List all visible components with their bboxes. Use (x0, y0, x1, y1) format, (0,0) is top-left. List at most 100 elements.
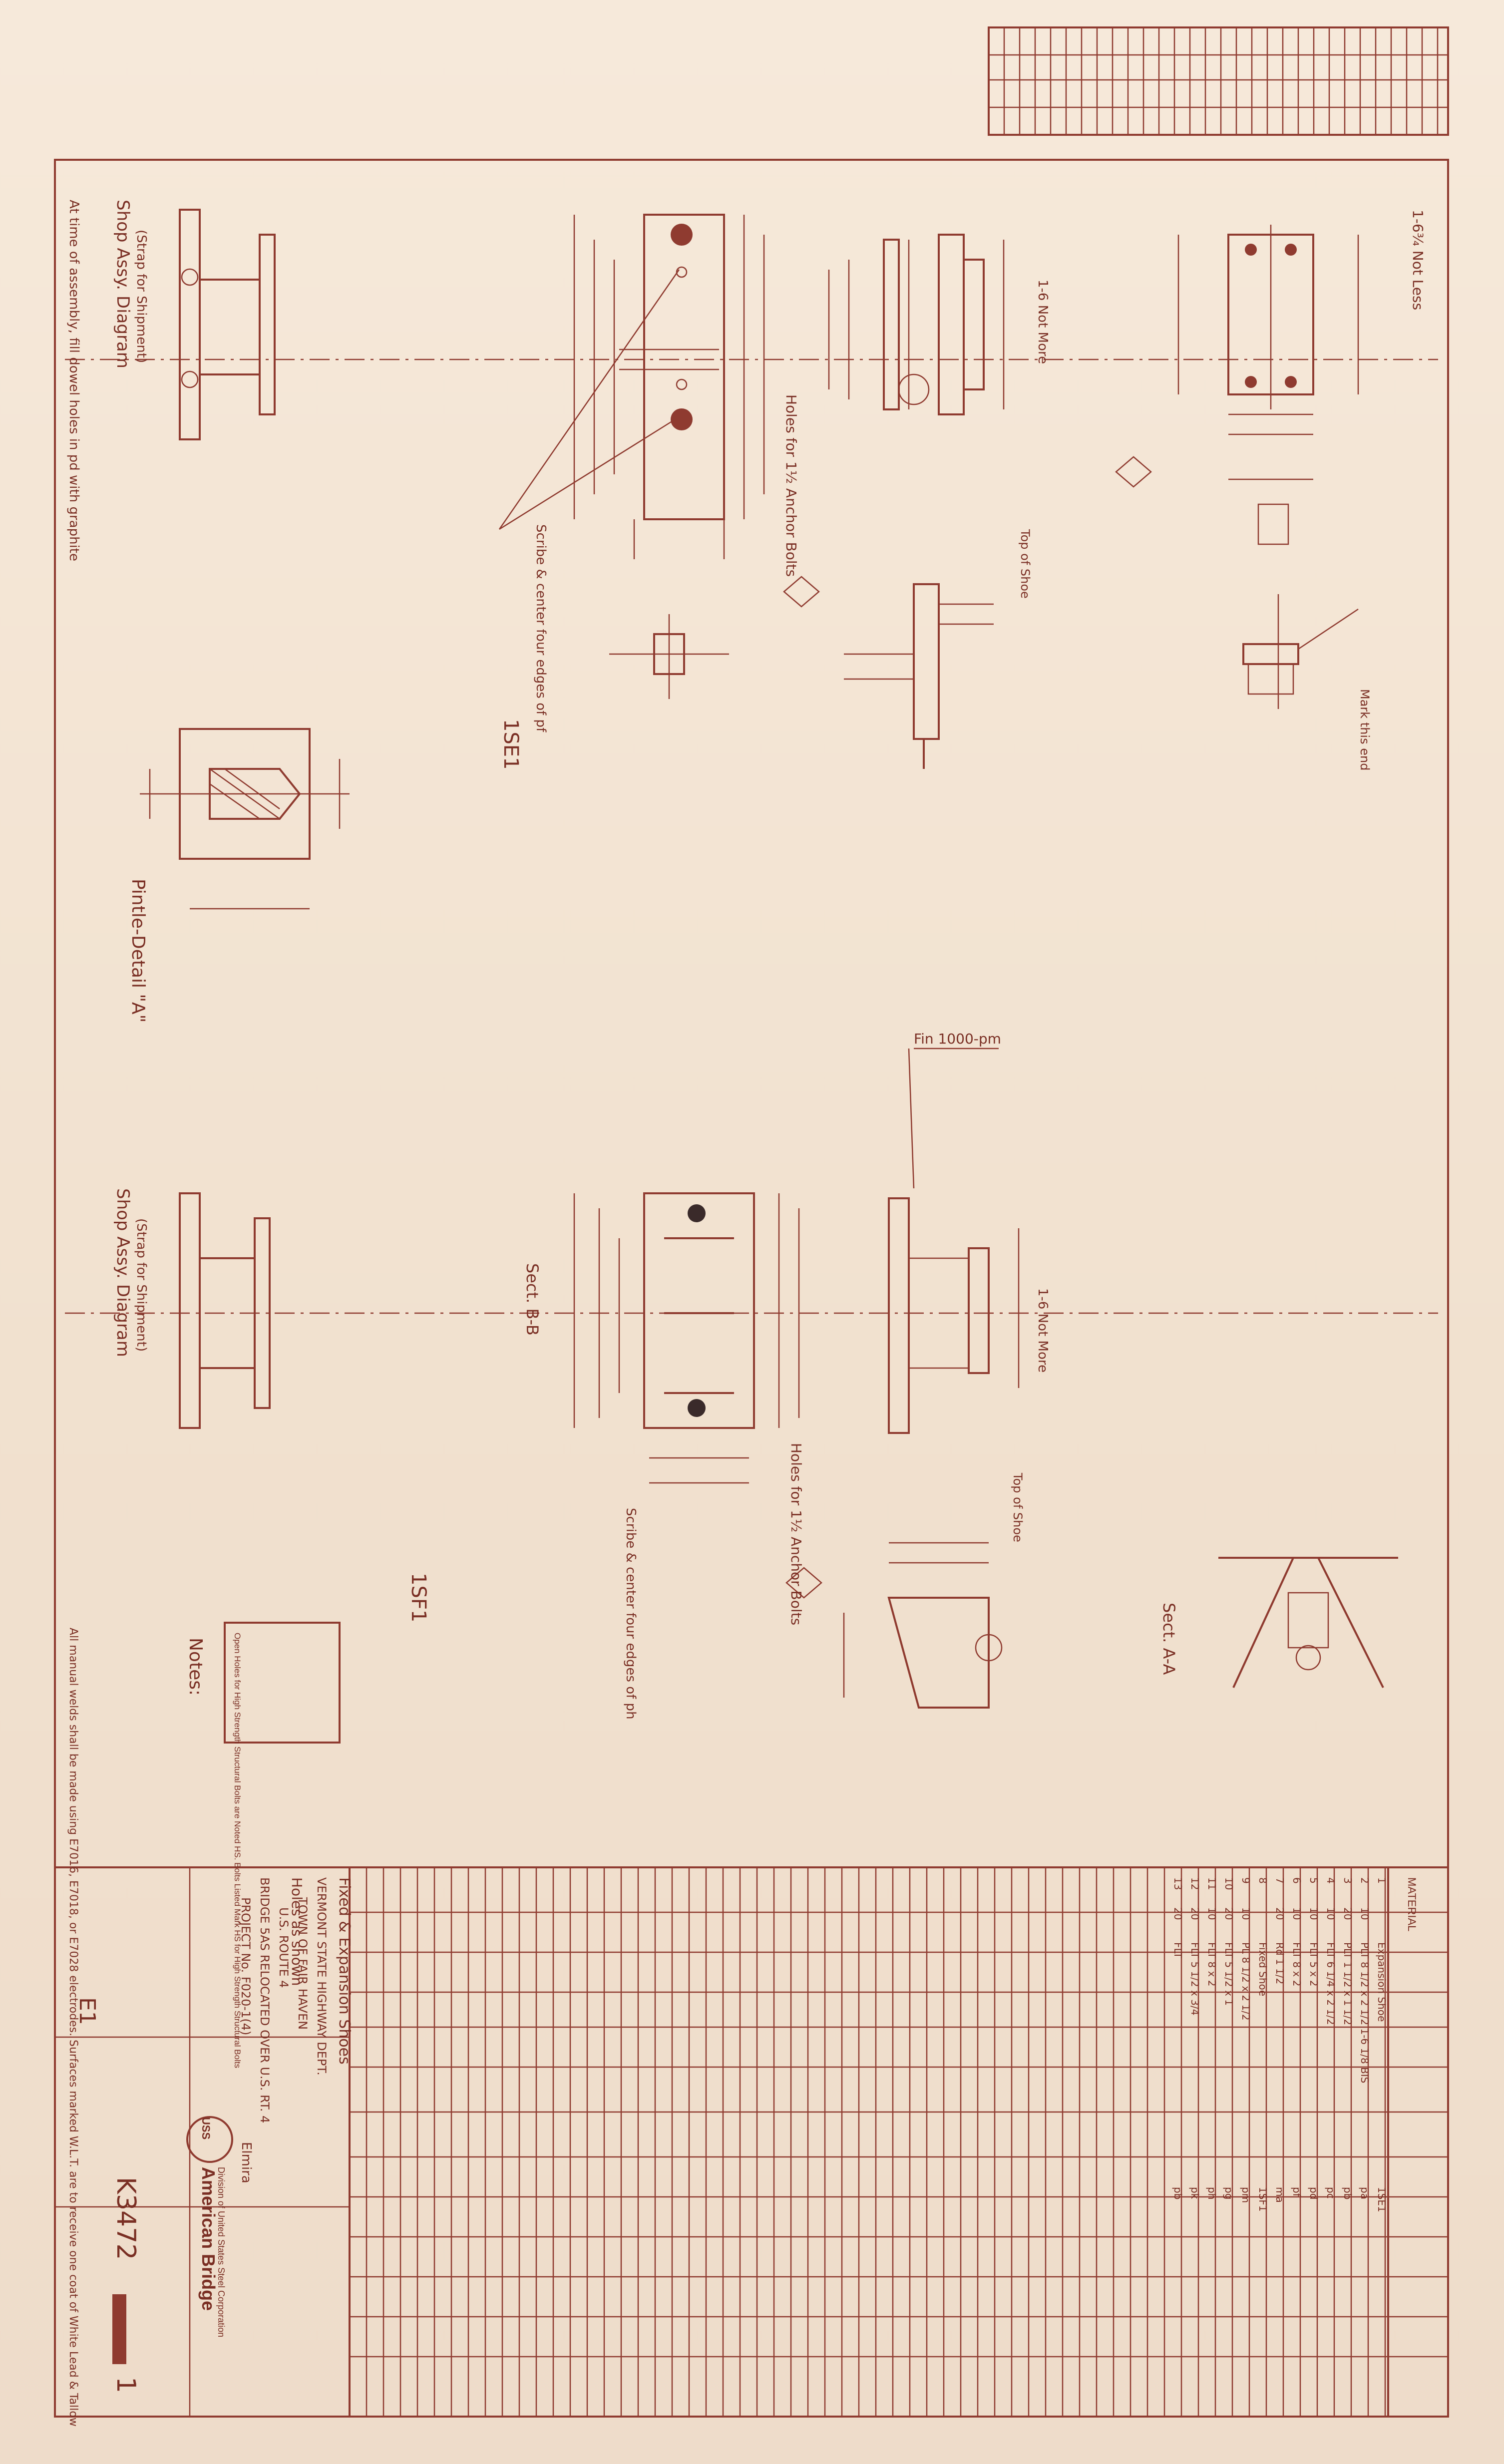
material-row-no: 8 (1257, 1877, 1269, 1884)
material-row-mark: pd (1308, 2187, 1320, 2199)
notes-heading: Notes: (185, 1638, 206, 1696)
material-row-no: 10 (1223, 1877, 1235, 1890)
material-row-pcs: 20 (1223, 1907, 1235, 1920)
material-row-section: Rd 1 1/2 (1274, 1942, 1286, 1984)
material-row-pcs: 20 (1172, 1907, 1184, 1920)
material-header-group: MATERIAL (1406, 1877, 1418, 1931)
lower-top-of-shoe-group: Top of Shoe (1011, 1472, 1025, 1542)
holes-label: Holes as shown (289, 1877, 305, 1986)
upper-top-of-shoe-group: Top of Shoe (1018, 529, 1032, 599)
material-row-no: 13 (1172, 1877, 1184, 1890)
material-row-no: 2 (1359, 1877, 1371, 1884)
title-line2: VERMONT STATE HIGHWAY DEPT. (315, 1877, 329, 2076)
material-row-mark: pc (1325, 2187, 1337, 2199)
upper-pin-weld-detail (844, 583, 994, 769)
upper-shop-assy-diagram (179, 209, 276, 440)
upper-anchor-note-group: Holes for 1½ Anchor Bolts (783, 394, 799, 577)
material-row-pcs: 10 (1206, 1907, 1218, 1920)
lower-top-of-shoe: Top of Shoe (1011, 1472, 1025, 1542)
lower-anchor-note-group: Holes for 1½ Anchor Bolts (788, 1443, 804, 1625)
material-row-no: 9 (1240, 1877, 1252, 1884)
lower-shop-assy-diagram (179, 1192, 271, 1429)
material-grid-lines (349, 1867, 1448, 2417)
lower-shop-assy-label: Shop Assy. Diagram (Strap for Shipment) (113, 1188, 149, 1357)
bolt-note-box (224, 1622, 341, 1744)
upper-end-view (1177, 225, 1359, 545)
pintle-detail (140, 728, 350, 910)
upper-not-less-group: 1-6¾ Not Less (1410, 210, 1426, 310)
material-row-mark: ph (1206, 2187, 1218, 2199)
pintle-detail-label: Pintle-Detail "A" (128, 879, 148, 1023)
upper-not-less: 1-6¾ Not Less (1410, 210, 1426, 310)
lower-sect-aa-label: Sect. A-A (1159, 1603, 1178, 1675)
material-row-mark: pf (1291, 2187, 1303, 2197)
material-row-section: FLT 8 x 2 (1206, 1942, 1218, 1986)
material-row-mark: pk (1189, 2187, 1201, 2199)
upper-section-label: 1SE1 (499, 719, 522, 770)
material-row-no: 6 (1291, 1877, 1303, 1884)
lower-fin-note: Fin 1000-pm (914, 1031, 1001, 1047)
material-row-pcs: 20 (1189, 1907, 1201, 1920)
sheet-no-group: 1 (111, 2377, 141, 2393)
material-row-section: FLT 8 x 2 (1291, 1942, 1303, 1986)
sheet-no-bar (112, 2294, 126, 2364)
material-row-no: 1 (1376, 1877, 1388, 1884)
brand-group: USS American Bridge Division of United S… (198, 2117, 254, 2337)
upper-plan-view (498, 214, 765, 559)
material-row-mark: 1SF1 (1257, 2187, 1269, 2212)
lower-side-elevation (888, 1048, 1020, 1434)
lower-sect-bb-label: Sect. B-B (523, 1263, 542, 1336)
notes-body: All manual welds shall be made using E70… (67, 1628, 79, 2427)
lower-sect-bb-group: Sect. B-B (523, 1263, 542, 1336)
material-row-pcs: 10 (1291, 1907, 1303, 1920)
assembly-note-text: At time of assembly, fill dowel holes in… (66, 200, 81, 561)
upper-not-more-group: 1-6 Not More (1035, 280, 1050, 364)
material-row-no: 11 (1206, 1877, 1218, 1890)
material-row-section: PLT 8 1/2 x 2 1/2 1-6 1/8 BIS (1359, 1942, 1371, 2083)
material-row-section: FLT 5 x 2 (1308, 1942, 1320, 1986)
lower-section-label: 1SF1 (407, 1573, 430, 1622)
upper-section-label-group: 1SE1 (499, 719, 522, 770)
upper-scribe-note-group: Scribe & center four edges of pf (533, 524, 548, 732)
title-line5: BRIDGE 5AS RELOCATED OVER U.S. RT. 4 (258, 1877, 272, 2123)
upper-side-elevation (828, 234, 1005, 415)
title-line4: U.S. ROUTE 4 (277, 1907, 291, 1988)
material-row-section: PL 8 1/2 x 2 1/2 (1240, 1942, 1252, 2021)
material-row-no: 4 (1325, 1877, 1337, 1884)
material-row-section: PLT 1 1/2 x 1 1/2 (1342, 1942, 1354, 2025)
material-row-mark: 1SE1 (1376, 2187, 1388, 2212)
material-row-mark: pg (1223, 2187, 1235, 2199)
bolt-note-group: Open Holes for High Strength Structural … (233, 1633, 242, 2068)
upper-not-more: 1-6 Not More (1035, 280, 1050, 364)
material-row-pcs: 10 (1308, 1907, 1320, 1920)
lower-sect-bb (573, 1192, 800, 1484)
revision-grid-columns (988, 27, 1439, 135)
uss-logo (186, 2116, 233, 2163)
holes-group: Holes as shown (289, 1877, 305, 1986)
material-row-mark: pa (1359, 2187, 1371, 2199)
brand-title: American Bridge (198, 2167, 219, 2311)
material-row-section: Fixed Shoe (1257, 1942, 1269, 1996)
erection-mark-group: E1 (74, 1997, 100, 2025)
upper-mark-end: Mark this end (1358, 689, 1372, 770)
lower-shop-assy-sub: (Strap for Shipment) (134, 1218, 149, 1352)
material-row-section: FLT 5 1/2 x 1 (1223, 1942, 1235, 2006)
upper-shop-assy-label: Shop Assy. Diagram (Strap for Shipment) (113, 200, 149, 368)
drawing-no-group: K3472 (111, 2177, 141, 2260)
lower-scribe-note: Scribe & center four edges of ph (623, 1508, 638, 1720)
upper-top-of-shoe: Top of Shoe (1018, 529, 1032, 599)
material-row-pcs: 20 (1342, 1907, 1354, 1920)
